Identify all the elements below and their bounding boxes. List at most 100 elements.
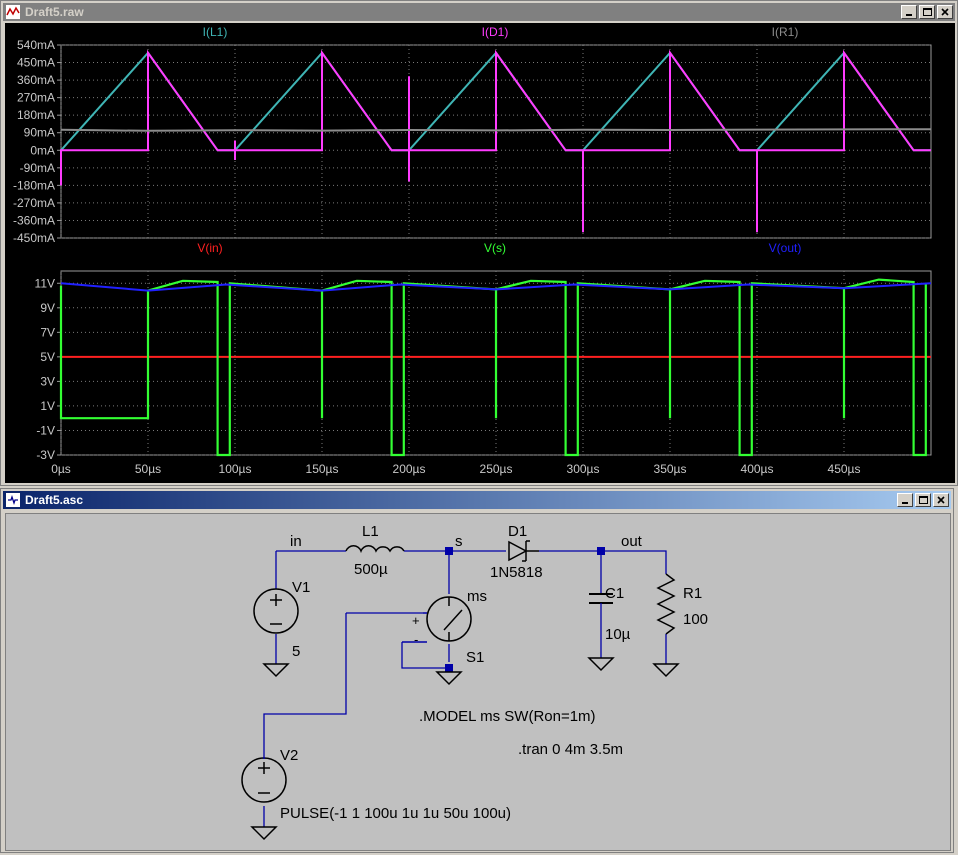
x-tick-label: 100µs xyxy=(219,462,252,476)
y-tick-label: -180mA xyxy=(13,178,55,192)
ground-symbol xyxy=(652,663,680,678)
trace-legend-label[interactable]: V(in) xyxy=(197,241,222,255)
schematic-drawing[interactable]: in s out ms L1 500µ D1 1N5818 C1 10µ R1 … xyxy=(6,514,950,850)
s1-name[interactable]: S1 xyxy=(466,649,484,666)
y-tick-label: -450mA xyxy=(13,231,55,245)
wire-switch-bottom[interactable] xyxy=(401,642,450,669)
y-tick-label: 180mA xyxy=(17,108,55,122)
junction-dot xyxy=(597,547,605,555)
trace-legend-label[interactable]: V(s) xyxy=(484,241,506,255)
x-tick-label: 300µs xyxy=(567,462,600,476)
trace-v-out[interactable] xyxy=(60,282,932,292)
voltage-source-v2[interactable] xyxy=(241,757,287,803)
diode-d1[interactable] xyxy=(508,540,539,562)
trace-legend-label[interactable]: V(out) xyxy=(769,241,802,255)
inductor-l1[interactable] xyxy=(345,545,405,554)
waveform-titlebar[interactable]: Draft5.raw xyxy=(3,3,955,21)
v1-name[interactable]: V1 xyxy=(292,579,310,596)
maximize-button[interactable] xyxy=(919,5,935,19)
net-label-in[interactable]: in xyxy=(290,533,302,550)
schematic-app-icon xyxy=(6,493,20,507)
y-tick-label: 3V xyxy=(40,374,55,388)
junction-dot xyxy=(445,547,453,555)
net-label-ms[interactable]: ms xyxy=(467,588,487,605)
close-button[interactable] xyxy=(937,5,953,19)
x-tick-label: 50µs xyxy=(135,462,161,476)
y-tick-label: 540mA xyxy=(17,38,55,52)
y-tick-label: -90mA xyxy=(20,161,55,175)
y-tick-label: -3V xyxy=(36,448,55,462)
d1-name[interactable]: D1 xyxy=(508,523,527,540)
y-tick-label: 9V xyxy=(40,301,55,315)
tran-directive[interactable]: .tran 0 4m 3.5m xyxy=(518,741,623,758)
y-tick-label: 1V xyxy=(40,399,55,413)
v2-name[interactable]: V2 xyxy=(280,747,298,764)
resistor-r1[interactable] xyxy=(656,573,676,635)
x-tick-label: 0µs xyxy=(51,462,71,476)
close-icon xyxy=(941,8,949,16)
y-tick-label: -270mA xyxy=(13,196,55,210)
y-tick-label: -1V xyxy=(36,423,55,437)
trace-i-r1[interactable] xyxy=(60,128,932,132)
r1-name[interactable]: R1 xyxy=(683,585,702,602)
x-tick-label: 250µs xyxy=(480,462,513,476)
close-icon xyxy=(937,496,945,504)
wire-ms[interactable] xyxy=(263,612,423,757)
x-tick-label: 350µs xyxy=(654,462,687,476)
waveform-app-icon xyxy=(6,5,20,19)
schematic-window-title: Draft5.asc xyxy=(25,493,84,507)
maximize-button[interactable] xyxy=(915,493,931,507)
l1-name[interactable]: L1 xyxy=(362,523,379,540)
voltage-source-v1[interactable] xyxy=(253,588,299,634)
waveform-plot[interactable]: 540mA450mA360mA270mA180mA90mA0mA-90mA-18… xyxy=(5,23,955,483)
v1-value[interactable]: 5 xyxy=(292,643,300,660)
ground-symbol xyxy=(435,671,463,686)
net-label-out[interactable]: out xyxy=(621,533,643,550)
schematic-window: Draft5.asc xyxy=(0,488,954,853)
x-tick-label: 400µs xyxy=(741,462,774,476)
ground-symbol xyxy=(587,657,615,672)
y-tick-label: 360mA xyxy=(17,73,55,87)
trace-legend-label[interactable]: I(L1) xyxy=(203,25,228,39)
capacitor-c1[interactable] xyxy=(589,593,613,612)
minimize-icon xyxy=(906,14,912,16)
y-tick-label: 270mA xyxy=(17,91,55,105)
y-tick-label: -360mA xyxy=(13,213,55,227)
c1-value[interactable]: 10µ xyxy=(605,626,631,643)
close-button[interactable] xyxy=(933,493,949,507)
v2-value[interactable]: PULSE(-1 1 100u 1u 1u 50u 100u) xyxy=(280,805,511,822)
net-label-s[interactable]: s xyxy=(455,533,463,550)
y-tick-label: 0mA xyxy=(30,143,55,157)
trace-i-d1[interactable] xyxy=(60,49,931,233)
maximize-icon xyxy=(919,496,928,504)
junction-dot xyxy=(445,664,453,672)
model-directive[interactable]: .MODEL ms SW(Ron=1m) xyxy=(419,708,596,725)
minimize-button[interactable] xyxy=(897,493,913,507)
d1-value[interactable]: 1N5818 xyxy=(490,564,543,581)
switch-s1[interactable] xyxy=(402,596,472,643)
y-tick-label: 450mA xyxy=(17,56,55,70)
schematic-canvas[interactable]: in s out ms L1 500µ D1 1N5818 C1 10µ R1 … xyxy=(5,513,951,851)
l1-value[interactable]: 500µ xyxy=(354,561,388,578)
minimize-icon xyxy=(902,502,908,504)
x-tick-label: 200µs xyxy=(393,462,426,476)
wire-out-rc[interactable] xyxy=(263,612,667,827)
y-tick-label: 5V xyxy=(40,350,55,364)
ground-symbol xyxy=(262,663,290,678)
waveform-window-title: Draft5.raw xyxy=(25,5,84,19)
wire-in[interactable] xyxy=(275,550,667,594)
switch-minus-sign: - xyxy=(414,632,418,647)
x-tick-label: 450µs xyxy=(828,462,861,476)
maximize-icon xyxy=(923,8,932,16)
c1-name[interactable]: C1 xyxy=(605,585,624,602)
trace-v-s[interactable] xyxy=(59,278,927,457)
switch-plus-sign: + xyxy=(412,613,420,628)
trace-legend-label[interactable]: I(D1) xyxy=(482,25,509,39)
minimize-button[interactable] xyxy=(901,5,917,19)
y-tick-label: 7V xyxy=(40,325,55,339)
schematic-titlebar[interactable]: Draft5.asc xyxy=(3,491,951,509)
trace-legend-label[interactable]: I(R1) xyxy=(772,25,799,39)
r1-value[interactable]: 100 xyxy=(683,611,708,628)
